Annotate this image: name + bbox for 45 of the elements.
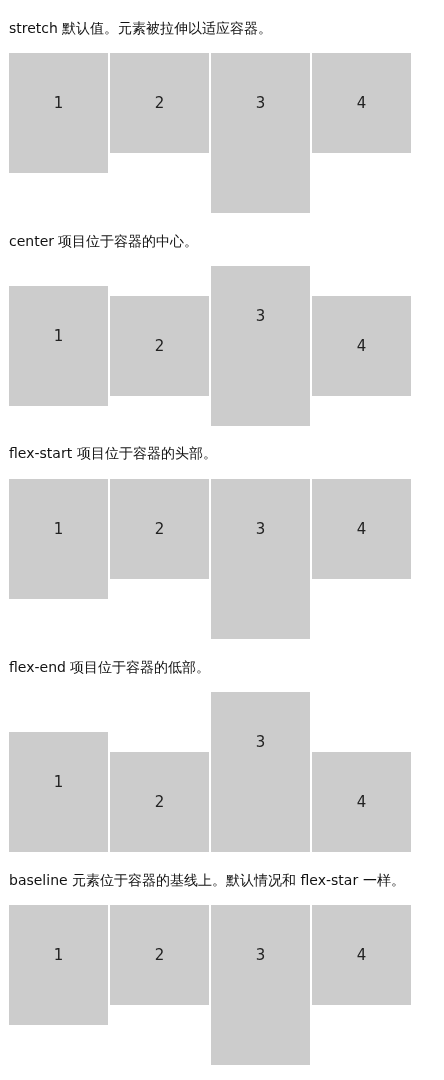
item-number: 4 [355, 94, 368, 112]
section-heading: flex-end 项目位于容器的低部。 [9, 658, 211, 676]
flex-item-box [110, 53, 209, 153]
flex-item-box [211, 266, 310, 426]
flex-item-box [9, 286, 108, 406]
item-number: 1 [52, 520, 65, 538]
item-number: 3 [254, 520, 267, 538]
flex-item-box [312, 53, 411, 153]
item-number: 4 [355, 793, 368, 811]
item-number: 3 [254, 307, 267, 325]
item-number: 3 [254, 946, 267, 964]
flex-item-box [9, 53, 108, 173]
item-number: 2 [153, 520, 166, 538]
flex-item-box [312, 479, 411, 579]
flex-item-box [9, 479, 108, 599]
flex-item-box [110, 479, 209, 579]
flex-item-box [110, 905, 209, 1005]
item-number: 3 [254, 733, 267, 751]
item-number: 1 [52, 946, 65, 964]
item-number: 3 [254, 94, 267, 112]
flex-item-box [312, 296, 411, 396]
section-heading: center 项目位于容器的中心。 [9, 232, 199, 250]
item-number: 2 [153, 946, 166, 964]
flex-item-box [9, 732, 108, 852]
flex-item-box [211, 53, 310, 213]
item-number: 4 [355, 520, 368, 538]
item-number: 4 [355, 946, 368, 964]
section-heading: flex-start 项目位于容器的头部。 [9, 444, 217, 462]
flex-item-box [211, 692, 310, 852]
section-heading: stretch 默认值。元素被拉伸以适应容器。 [9, 19, 273, 37]
flex-item-box [110, 752, 209, 852]
item-number: 2 [153, 337, 166, 355]
flex-item-box [312, 752, 411, 852]
flex-item-box [110, 296, 209, 396]
flex-item-box [312, 905, 411, 1005]
flex-item-box [211, 479, 310, 639]
item-number: 1 [52, 327, 65, 345]
flex-item-box [211, 905, 310, 1065]
flex-item-box [9, 905, 108, 1025]
section-heading: baseline 元素位于容器的基线上。默认情况和 flex-star 一样。 [9, 871, 405, 889]
item-number: 2 [153, 793, 166, 811]
item-number: 1 [52, 94, 65, 112]
item-number: 2 [153, 94, 166, 112]
item-number: 1 [52, 773, 65, 791]
item-number: 4 [355, 337, 368, 355]
